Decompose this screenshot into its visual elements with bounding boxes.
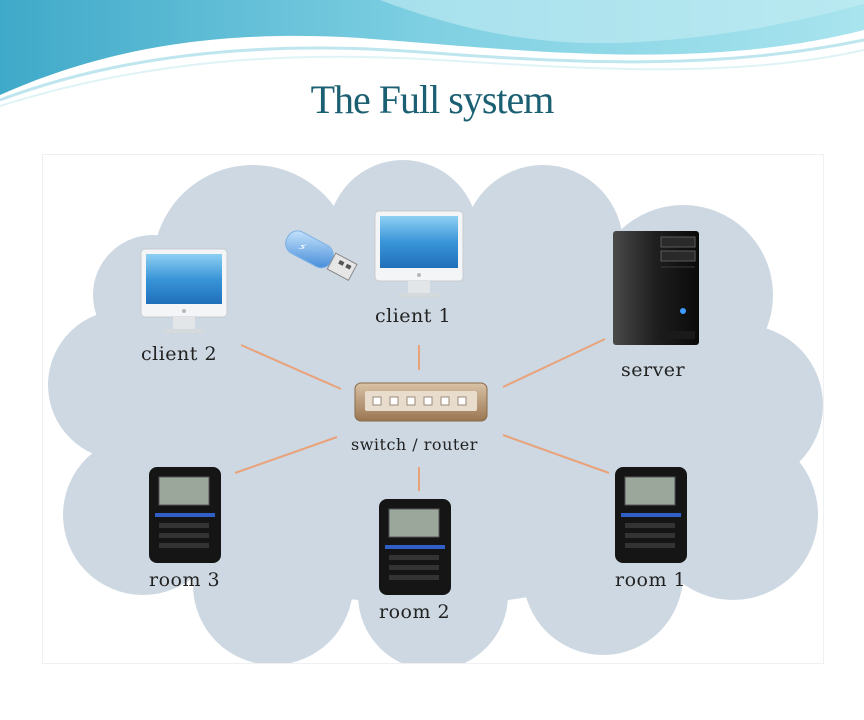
access-terminal-icon	[379, 499, 451, 595]
link-switch-server	[502, 338, 606, 388]
client2-label: client 2	[141, 343, 218, 365]
link-switch-client2	[240, 344, 342, 390]
room3-label: room 3	[149, 569, 221, 591]
usb-drive-icon: ⚡	[285, 230, 358, 281]
server-label: server	[621, 359, 686, 381]
link-switch-room3	[234, 436, 338, 474]
access-terminal-icon	[149, 467, 221, 563]
monitor-icon	[374, 210, 464, 297]
diagram-canvas: ⚡	[48, 160, 823, 663]
server-tower-icon	[613, 231, 699, 345]
switch-label: switch / router	[351, 435, 478, 454]
network-switch-icon	[354, 382, 488, 422]
client1-label: client 1	[375, 305, 452, 327]
slide-title: The Full system	[310, 77, 555, 122]
room1-label: room 1	[615, 569, 687, 591]
room2-label: room 2	[379, 601, 451, 623]
access-terminal-icon	[615, 467, 687, 563]
network-diagram: ⚡	[42, 154, 824, 664]
header-wave-banner	[0, 0, 864, 107]
monitor-icon	[140, 248, 228, 333]
link-switch-room1	[502, 434, 610, 474]
